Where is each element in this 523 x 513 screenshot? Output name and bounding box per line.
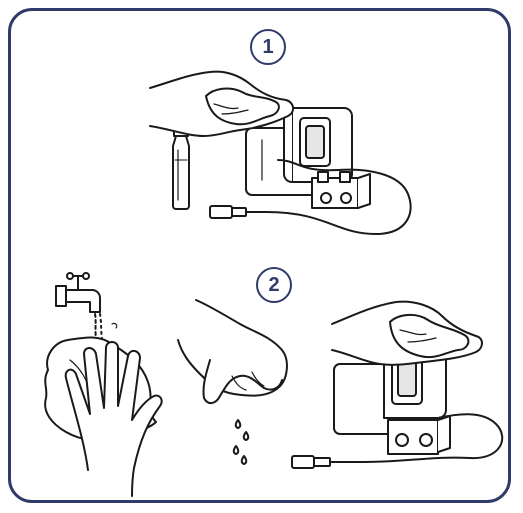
spray-bottle-icon [173, 126, 189, 209]
mount-clip-icon-2 [388, 416, 450, 454]
hand-with-cloth-icon [150, 72, 293, 136]
mount-clip-icon [312, 172, 370, 208]
hand-with-cloth-icon-2 [332, 302, 482, 365]
wringing-hands-icon [178, 300, 287, 403]
water-drops-icon [234, 420, 249, 464]
